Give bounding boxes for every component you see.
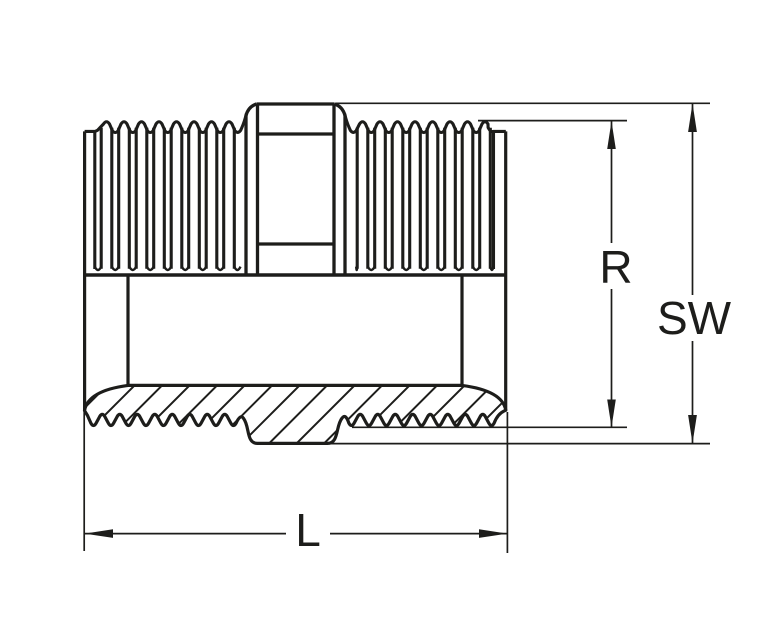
thread-root-arc [215,266,225,272]
thread-root-arc [145,266,155,272]
label-sw: SW [657,292,732,344]
thread-root-arc [93,266,103,272]
collar-fillet-right [333,102,347,117]
dimension-labels: R SW L [295,241,731,556]
dimension-sw [688,103,697,444]
fitting-body [83,131,508,410]
thread-root-arc [489,266,495,272]
thread-flank-lines [93,127,496,269]
collar-fillet-left [244,102,258,117]
thread-root-arc [355,266,359,272]
hatch-line [309,385,396,444]
thread-root-arc [128,266,138,272]
thread-root-arc [163,266,173,272]
thread-root-arc [401,266,411,272]
thread-root-arcs [93,266,495,272]
label-r: R [599,241,632,293]
l-arrow-right-icon [479,529,508,538]
label-l: L [295,504,321,556]
section-outline [82,383,508,445]
thread-root-arc [233,266,242,272]
hatch-line [84,385,121,444]
thread-root-arc [180,266,190,272]
hatch-line [254,385,341,444]
l-arrow-left-icon [84,529,113,538]
thread-root-arc [471,266,481,272]
hatch-line [84,385,148,444]
left-thread-crest-profile [84,113,248,135]
thread-root-arc [366,266,376,272]
thread-root-arc [110,266,120,272]
r-arrow-up-icon [607,121,616,149]
dimension-l [84,529,508,538]
thread-root-arc [384,266,394,272]
external-threads [84,113,506,272]
thread-root-arc [198,266,208,272]
thread-root-arc [419,266,429,272]
thread-root-arc [454,266,464,272]
thread-root-arc [436,266,446,272]
dimension-r [607,121,616,428]
sw-arrow-down-icon [688,415,697,444]
center-hex-collar [244,102,347,275]
hatch-line [84,385,93,444]
r-arrow-down-icon [607,399,616,428]
dimensions [83,102,710,553]
sw-arrow-up-icon [688,103,697,132]
hatch-line [282,385,368,444]
